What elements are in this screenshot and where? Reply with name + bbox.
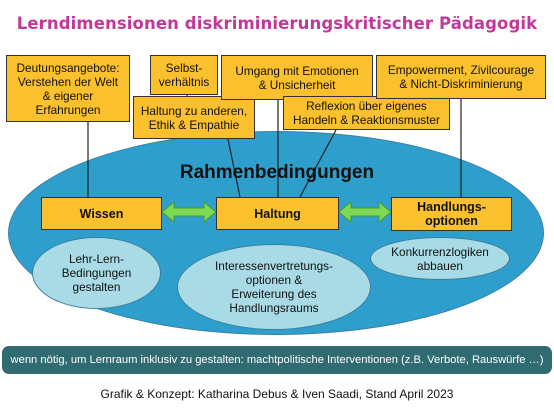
line-reflexion-haltung	[299, 129, 337, 198]
box-selbstverhaeltnis: Selbst- verhältnis	[150, 55, 218, 95]
rahmenbedingungen-label: Rahmenbedingungen	[179, 162, 375, 183]
double-arrow-left	[161, 200, 217, 224]
page-title: Lerndimensionen diskriminierungskritisch…	[16, 14, 538, 33]
ellipse-konkurrenzlogiken: Konkurrenzlogiken abbauen	[370, 237, 510, 280]
box-deutungsangebote: Deutungsangebote: Verstehen der Welt & e…	[6, 55, 130, 122]
box-haltung-zu-anderen: Haltung zu anderen, Ethik & Empathie	[133, 96, 255, 139]
credit-line: Grafik & Konzept: Katharina Debus & Iven…	[100, 387, 454, 401]
box-haltung: Haltung	[216, 197, 339, 230]
ellipse-interessenvertretung: Interessenvertretungs- optionen & Erweit…	[177, 244, 371, 330]
box-wissen: Wissen	[41, 197, 162, 230]
ellipse-lehr-lern: Lehr-Lern- Bedingungen gestalten	[32, 237, 161, 309]
line-haltung-andere	[227, 138, 241, 198]
box-handlungsoptionen: Handlungs- optionen	[391, 197, 512, 231]
box-empowerment: Empowerment, Zivilcourage & Nicht-Diskri…	[376, 55, 546, 99]
box-reflexion: Reflexion über eigenes Handeln & Reaktio…	[283, 96, 450, 130]
interventions-banner: wenn nötig, um Lernraum inklusiv zu gest…	[2, 346, 552, 374]
double-arrow-right	[338, 200, 392, 224]
box-umgang-emotionen: Umgang mit Emotionen & Unsicherheit	[221, 55, 373, 100]
